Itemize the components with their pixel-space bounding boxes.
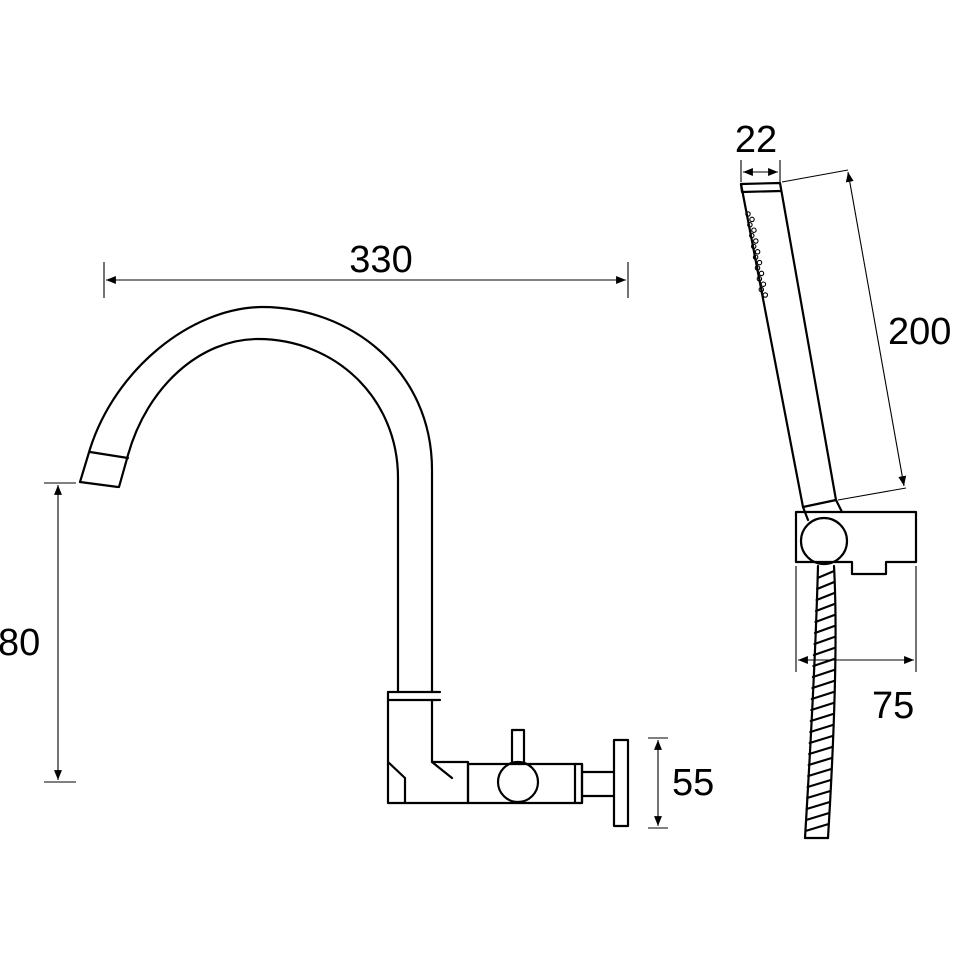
dim-label-22: 22: [735, 119, 777, 161]
dimension-spout-reach: 330: [103, 239, 629, 298]
nozzle: [752, 254, 759, 260]
dim-label-330: 330: [349, 239, 412, 281]
hand-shower: [739, 181, 918, 840]
shower-hose-right: [826, 564, 837, 840]
nozzle: [747, 222, 753, 228]
valve-knob: [496, 760, 540, 804]
union-ring: [573, 762, 616, 805]
dimension-handshower-length: 200: [781, 169, 951, 501]
hose-ridges: [804, 569, 836, 833]
handshower-base-ring: [801, 498, 844, 522]
nozzle: [750, 243, 757, 250]
nozzle: [760, 281, 767, 287]
spray-nozzles: [745, 211, 769, 298]
hose-ridge: [811, 668, 836, 679]
dimension-valve-height: 55: [648, 737, 714, 829]
nozzle: [749, 216, 755, 223]
hose-ridge: [815, 591, 836, 602]
hose-ridge: [810, 701, 835, 712]
hose-ridge: [816, 569, 836, 580]
elbow-body: [386, 690, 470, 805]
hose-ridge: [804, 822, 830, 833]
hose-ridge: [816, 580, 836, 591]
dimension-holder-width: 75: [795, 566, 917, 727]
nozzle: [754, 265, 761, 271]
valve-body: [466, 762, 584, 805]
elbow-bevel: [386, 760, 454, 805]
spout-collar: [386, 690, 442, 702]
nozzle: [753, 238, 759, 244]
hose-ridge: [805, 811, 831, 822]
spout-outer-contour: [78, 305, 434, 694]
hose-ridge: [814, 613, 836, 624]
nozzle: [754, 249, 761, 255]
nozzle: [749, 232, 755, 239]
dim-label-200: 200: [888, 311, 951, 353]
hose-ridge: [813, 635, 836, 646]
hose-ridge: [809, 712, 835, 723]
dim-label-55: 55: [672, 762, 714, 804]
nozzle: [745, 211, 751, 217]
dim-label-75: 75: [872, 685, 914, 727]
hose-ridge: [811, 679, 835, 690]
dimension-spout-height: 80: [0, 482, 76, 783]
hose-ridge: [808, 734, 834, 745]
dim-label-80: 80: [0, 622, 40, 664]
hose-ridge: [807, 767, 833, 778]
nozzle: [756, 259, 763, 266]
shower-hose-left: [803, 564, 820, 840]
nozzle: [758, 286, 765, 293]
wall-flange: [612, 738, 630, 828]
hose-ridge: [814, 602, 836, 613]
hose-ridge: [806, 778, 832, 789]
ball-joint: [799, 516, 849, 566]
handshower-head-ring: [739, 182, 783, 194]
hose-ridge: [809, 723, 834, 734]
hose-ridge: [808, 745, 834, 756]
hose-ridge: [805, 800, 831, 811]
hose-ridge: [807, 756, 833, 767]
hose-ridge: [813, 624, 836, 635]
nozzle: [758, 270, 765, 277]
wall-faucet: [78, 305, 630, 828]
nozzle: [751, 227, 757, 233]
nozzle: [762, 292, 769, 298]
hose-ridge: [812, 646, 836, 657]
spout-inner-contour: [117, 337, 400, 694]
valve-lever: [510, 728, 526, 764]
nozzle: [756, 276, 763, 282]
hose-ridge: [806, 789, 832, 800]
dimension-handshower-diameter: 22: [735, 119, 781, 182]
aerator-tip: [78, 450, 130, 489]
hose-ridge: [810, 690, 835, 701]
